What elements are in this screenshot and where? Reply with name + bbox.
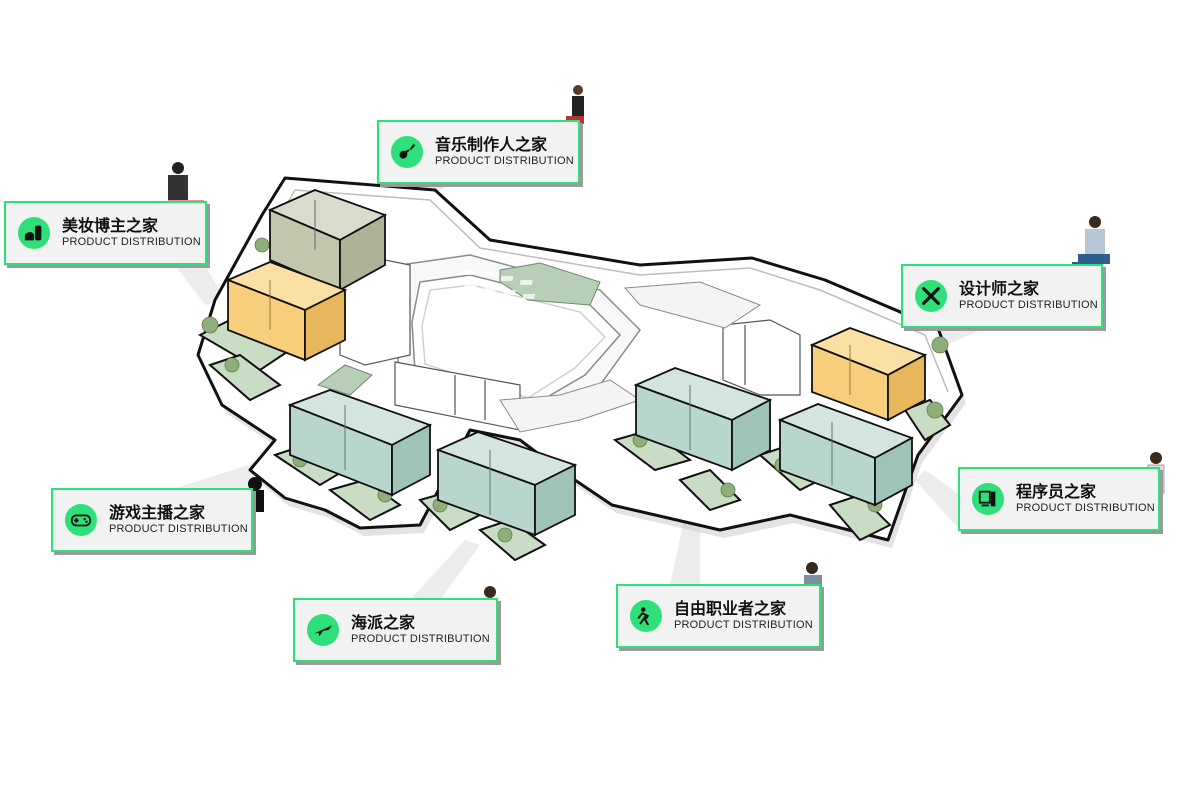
callout-title: 海派之家 xyxy=(351,613,416,633)
callout-title: 设计师之家 xyxy=(959,279,1040,299)
unit-yellow-left xyxy=(225,261,348,362)
freelancer-icon xyxy=(630,600,662,632)
beam-returnee xyxy=(410,540,480,600)
callout-programmer-home: 程序员之家 PRODUCT DISTRIBUTION xyxy=(958,467,1160,531)
callout-title: 美妆博主之家 xyxy=(62,216,159,236)
beam-beauty xyxy=(175,265,225,305)
callout-subtitle: PRODUCT DISTRIBUTION xyxy=(1016,501,1155,514)
callout-subtitle: PRODUCT DISTRIBUTION xyxy=(435,154,574,167)
design-tools-icon xyxy=(915,280,947,312)
callout-beauty-blogger-home: 美妆博主之家 PRODUCT DISTRIBUTION xyxy=(4,201,207,265)
callout-title: 程序员之家 xyxy=(1016,482,1097,502)
airplane-icon xyxy=(307,614,339,646)
guitar-icon xyxy=(391,136,423,168)
green-roof-patch xyxy=(461,262,601,306)
callout-freelancer-home: 自由职业者之家 PRODUCT DISTRIBUTION xyxy=(616,584,821,648)
callout-title: 游戏主播之家 xyxy=(109,503,206,523)
callout-subtitle: PRODUCT DISTRIBUTION xyxy=(959,298,1098,311)
unit-green-1 xyxy=(287,389,433,497)
beam-freelance xyxy=(670,515,700,586)
callout-game-streamer-home: 游戏主播之家 PRODUCT DISTRIBUTION xyxy=(51,488,253,552)
gamepad-icon xyxy=(65,504,97,536)
callout-subtitle: PRODUCT DISTRIBUTION xyxy=(351,632,490,645)
computer-icon xyxy=(972,483,1004,515)
unit-yellow-right xyxy=(809,327,928,422)
cosmetics-icon xyxy=(18,217,50,249)
callout-title: 音乐制作人之家 xyxy=(435,135,548,155)
callout-subtitle: PRODUCT DISTRIBUTION xyxy=(62,235,201,248)
callout-subtitle: PRODUCT DISTRIBUTION xyxy=(674,618,813,631)
slab-inner-edge xyxy=(274,189,949,393)
callout-title: 自由职业者之家 xyxy=(674,599,787,619)
callout-returnee-home: 海派之家 PRODUCT DISTRIBUTION xyxy=(293,598,498,662)
service-cores xyxy=(339,259,801,431)
callout-designer-home: 设计师之家 PRODUCT DISTRIBUTION xyxy=(901,264,1103,328)
beam-coder xyxy=(915,470,960,530)
callout-subtitle: PRODUCT DISTRIBUTION xyxy=(109,522,248,535)
lawn-patch xyxy=(316,364,373,396)
callout-music-producer-home: 音乐制作人之家 PRODUCT DISTRIBUTION xyxy=(377,120,580,184)
unit-green-2 xyxy=(435,431,578,537)
unit-green-4 xyxy=(777,403,915,507)
unit-green-3 xyxy=(633,367,773,472)
unit-olive-top xyxy=(267,189,388,292)
